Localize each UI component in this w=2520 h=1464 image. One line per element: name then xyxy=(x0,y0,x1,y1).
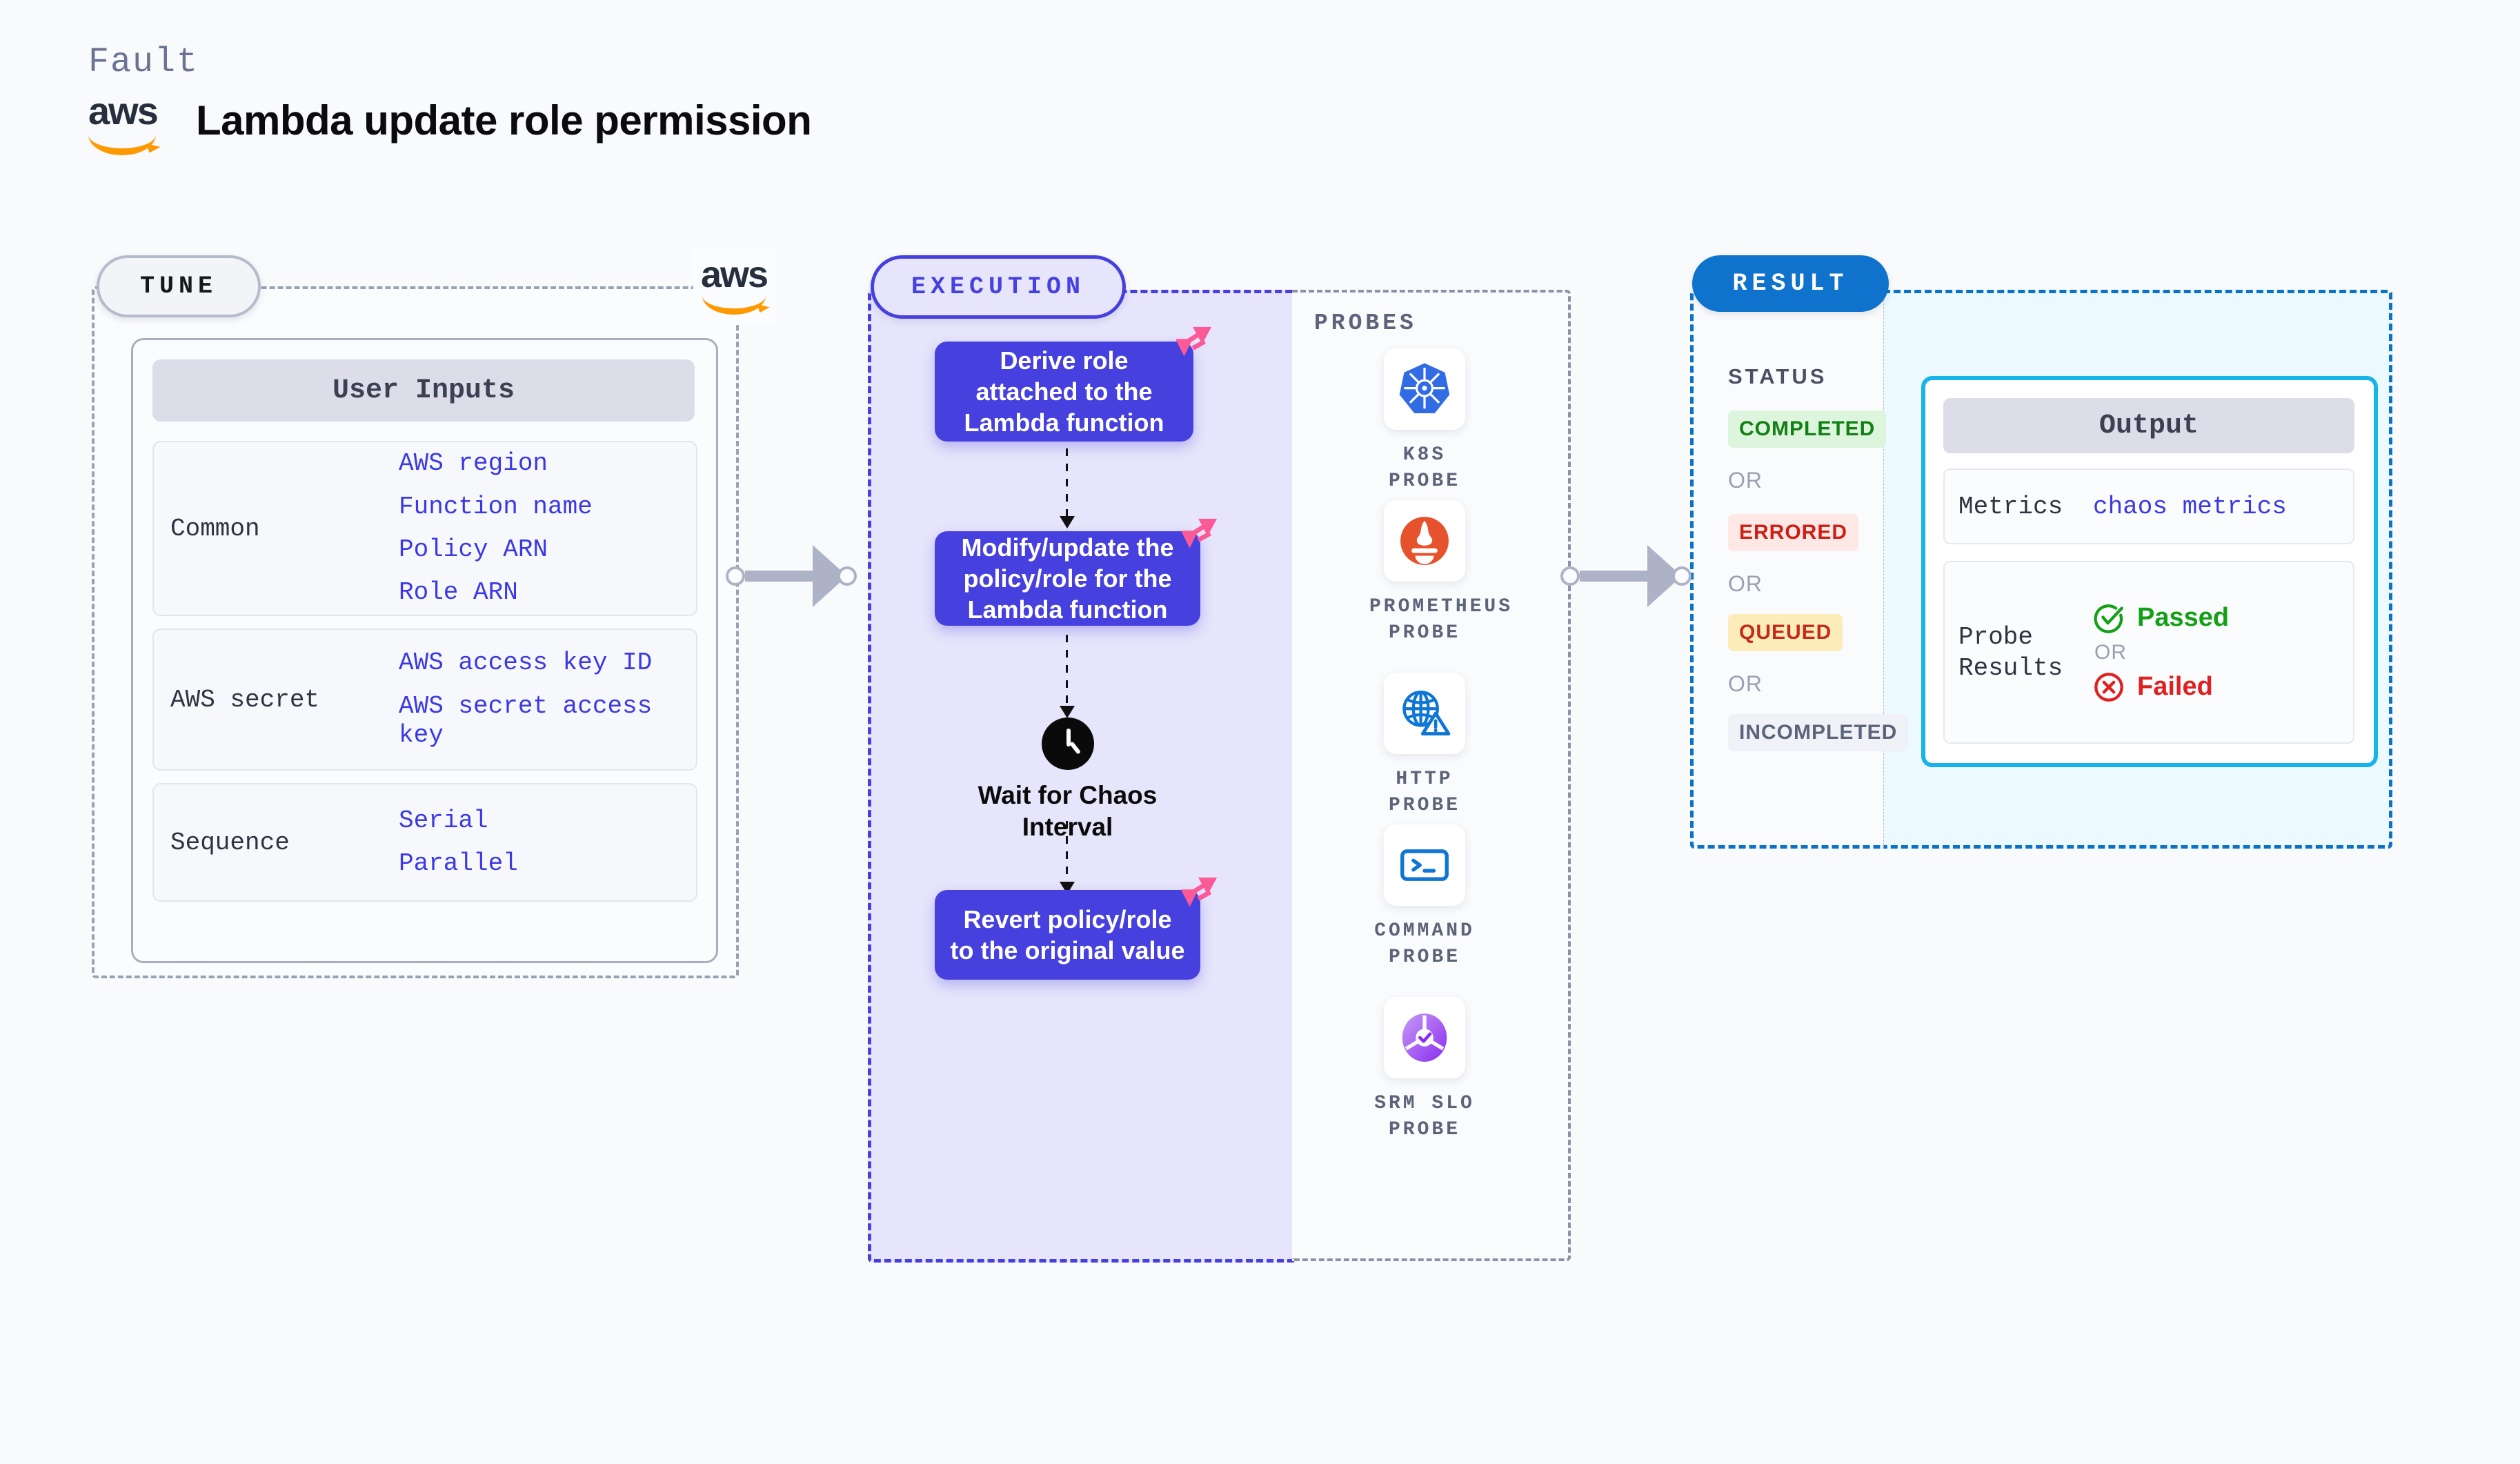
probe-tile xyxy=(1384,997,1465,1078)
or-separator: OR xyxy=(1728,468,1763,493)
probe-result-failed: Failed xyxy=(2093,671,2353,703)
probes-section-label: PROBES xyxy=(1314,310,1417,336)
probe-srm-slo[interactable]: SRM SLO PROBE xyxy=(1369,997,1480,1143)
aws-smile-icon xyxy=(88,130,156,155)
probe-k8s[interactable]: K8S PROBE xyxy=(1369,348,1480,495)
tune-aws-smile-icon xyxy=(702,292,766,315)
wait-label: Wait for Chaos Interval xyxy=(978,781,1158,841)
clock-icon xyxy=(1041,718,1094,770)
wait-for-chaos-interval: Wait for Chaos Interval xyxy=(935,718,1200,844)
status-badge-queued: QUEUED xyxy=(1728,614,1843,651)
tune-value[interactable]: Policy ARN xyxy=(399,535,548,564)
tune-value[interactable]: Serial xyxy=(399,806,488,835)
prometheus-icon xyxy=(1400,517,1449,565)
connector-start-dot xyxy=(1560,566,1580,586)
fault-label: Fault xyxy=(88,43,199,82)
connector-bar xyxy=(745,571,813,582)
probe-tile xyxy=(1384,348,1465,430)
tune-group-values: AWS access key ID AWS secret access key xyxy=(399,635,696,764)
execution-node-revert-policy[interactable]: Revert policy/role to the original value xyxy=(935,890,1200,980)
execution-arrow-2-icon xyxy=(1060,635,1075,718)
probe-tile xyxy=(1384,500,1465,582)
slo-gauge-icon xyxy=(1402,1013,1447,1062)
tune-value[interactable]: Role ARN xyxy=(399,578,518,607)
page-title: Lambda update role permission xyxy=(196,97,812,144)
probe-label: PROMETHEUS PROBE xyxy=(1369,596,1514,644)
or-separator: OR xyxy=(1728,571,1763,596)
tune-value[interactable]: Parallel xyxy=(399,849,518,878)
tune-group-common: Common AWS region Function name Policy A… xyxy=(152,441,697,616)
page-header: Fault aws Lambda update role permission xyxy=(88,43,812,155)
probe-label: HTTP PROBE xyxy=(1388,769,1460,816)
execution-node-derive-role[interactable]: Derive role attached to the Lambda funct… xyxy=(935,342,1193,442)
execution-node-text: Derive role attached to the Lambda funct… xyxy=(964,346,1164,437)
aws-logo-text: aws xyxy=(88,89,159,132)
probes-section xyxy=(1292,290,1571,1261)
tune-group-values: AWS region Function name Policy ARN Role… xyxy=(399,435,696,622)
aws-logo-icon: aws xyxy=(88,89,170,155)
execution-section xyxy=(868,290,1296,1263)
probe-label: COMMAND PROBE xyxy=(1374,920,1475,968)
execution-node-text: Revert policy/role to the original value xyxy=(950,905,1185,965)
tune-group-label: Sequence xyxy=(170,828,290,857)
tune-group-values: Serial Parallel xyxy=(399,793,696,893)
globe-alert-icon xyxy=(1402,690,1451,735)
status-badge-errored: ERRORED xyxy=(1728,514,1859,551)
tune-value[interactable]: Function name xyxy=(399,492,593,521)
status-label: STATUS xyxy=(1728,364,1827,388)
probe-result-passed: Passed xyxy=(2093,602,2353,634)
connector-start-dot xyxy=(726,566,745,586)
output-title: Output xyxy=(1943,398,2354,453)
result-status-section xyxy=(1690,290,1887,849)
status-badge-completed: COMPLETED xyxy=(1728,410,1887,448)
terminal-icon xyxy=(1400,849,1449,881)
output-metrics-value[interactable]: chaos metrics xyxy=(2093,492,2287,521)
probe-label: SRM SLO PROBE xyxy=(1374,1093,1475,1140)
tune-group-aws-secret: AWS secret AWS access key ID AWS secret … xyxy=(152,629,697,771)
tune-group-label: Common xyxy=(170,514,260,543)
probe-failed-text: Failed xyxy=(2137,672,2213,701)
execution-arrow-1-icon xyxy=(1060,448,1075,528)
probe-http[interactable]: HTTP PROBE xyxy=(1369,673,1480,819)
connector-end-dot xyxy=(837,566,857,586)
tune-value[interactable]: AWS region xyxy=(399,449,548,478)
check-circle-icon xyxy=(2094,604,2123,633)
title-row: aws Lambda update role permission xyxy=(88,89,812,155)
probe-tile xyxy=(1384,824,1465,906)
output-probe-values: Passed OR Failed xyxy=(2093,595,2353,710)
tune-aws-logo-icon: aws xyxy=(693,248,775,324)
probe-passed-text: Passed xyxy=(2137,603,2230,632)
status-badge-incompleted: INCOMPLETED xyxy=(1728,714,1909,751)
or-separator: OR xyxy=(1728,671,1763,696)
tune-badge[interactable]: TUNE xyxy=(97,255,261,317)
probe-tile xyxy=(1384,673,1465,754)
tune-group-label: AWS secret xyxy=(170,685,320,714)
probe-label: K8S PROBE xyxy=(1388,444,1460,492)
execution-badge[interactable]: EXECUTION xyxy=(871,255,1126,319)
user-inputs-card: User Inputs Common AWS region Function n… xyxy=(131,338,718,963)
connector-tune-to-execution xyxy=(726,545,857,607)
output-row-metrics: Metrics chaos metrics xyxy=(1943,468,2354,544)
kubernetes-icon xyxy=(1399,363,1450,413)
connector-bar xyxy=(1580,571,1647,582)
user-inputs-title: User Inputs xyxy=(152,359,695,422)
or-separator: OR xyxy=(2094,640,2127,664)
probe-command[interactable]: COMMAND PROBE xyxy=(1369,824,1480,971)
execution-node-modify-policy[interactable]: Modify/update the policy/role for the La… xyxy=(935,531,1200,626)
connector-end-dot xyxy=(1672,566,1691,586)
x-circle-icon xyxy=(2094,672,2123,702)
execution-arrow-3-icon xyxy=(1060,821,1075,894)
connector-execution-to-result xyxy=(1560,545,1691,607)
tune-aws-logo-text: aws xyxy=(700,253,768,295)
execution-node-text: Modify/update the policy/role for the La… xyxy=(961,533,1174,624)
result-badge[interactable]: RESULT xyxy=(1692,255,1889,312)
tune-group-sequence: Sequence Serial Parallel xyxy=(152,783,697,902)
tune-value[interactable]: AWS access key ID xyxy=(399,649,653,677)
output-metrics-key: Metrics xyxy=(1958,492,2063,521)
probe-prometheus[interactable]: PROMETHEUS PROBE xyxy=(1369,500,1514,646)
tune-value[interactable]: AWS secret access key xyxy=(399,691,653,750)
